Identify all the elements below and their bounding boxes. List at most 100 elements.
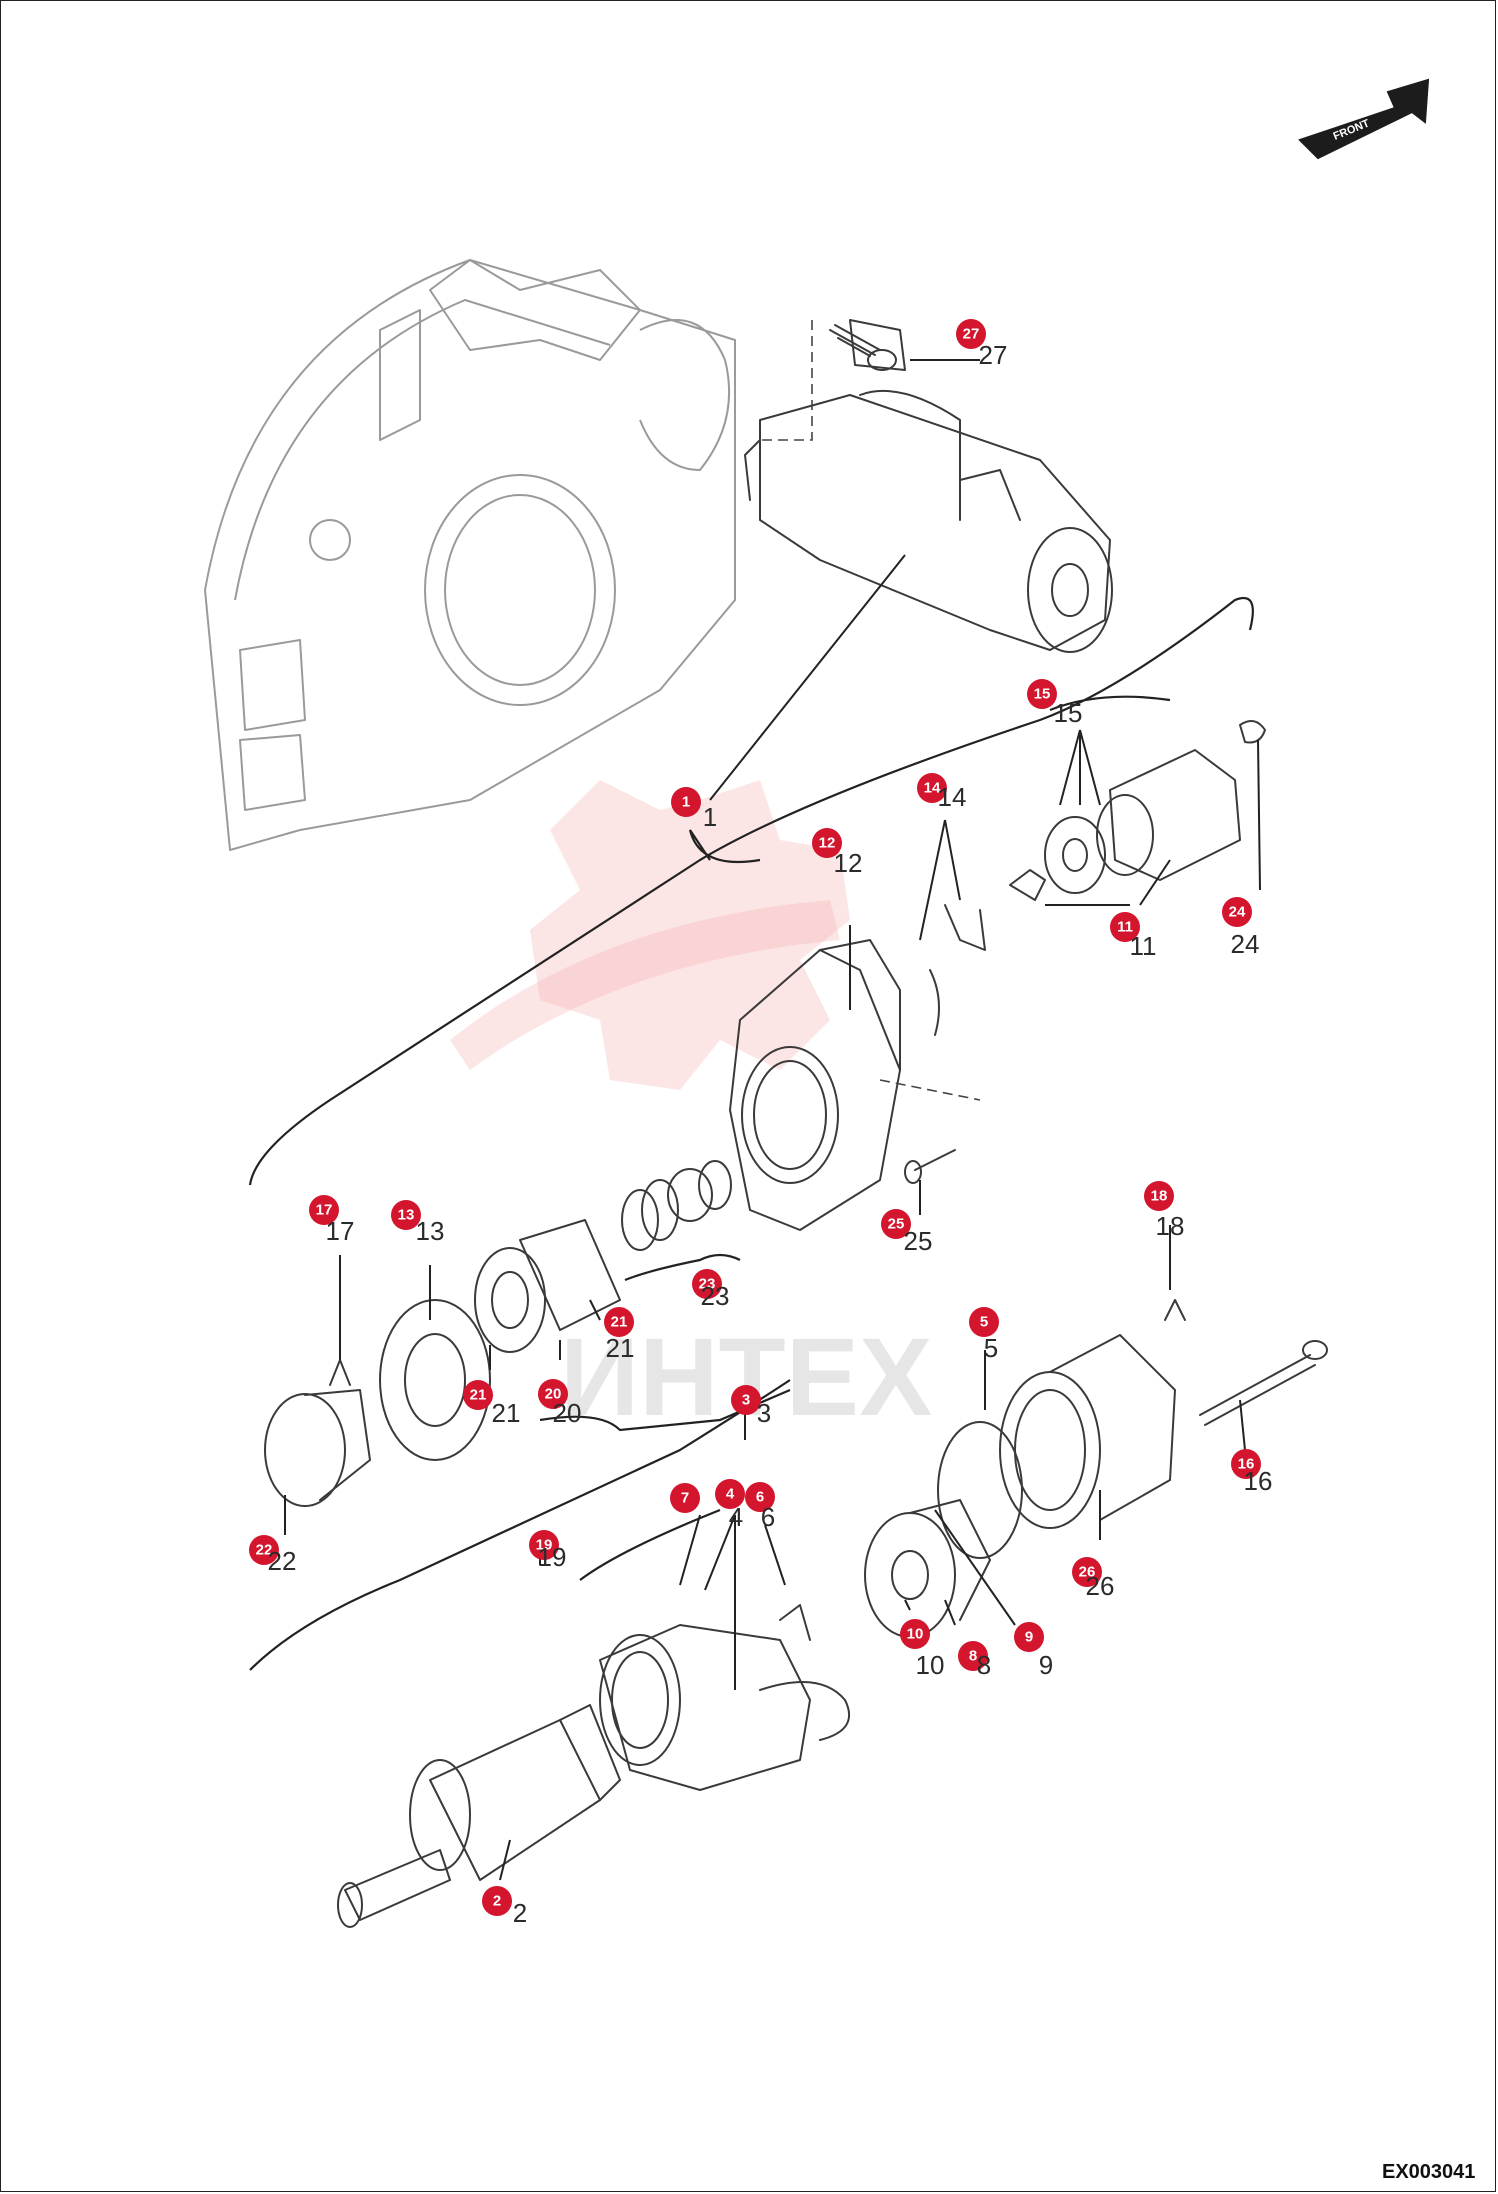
watermark-swoosh [450,900,840,1070]
callout-21-b[interactable]: 21 21 [463,1380,520,1428]
callout-6-badge-label: 6 [756,1489,764,1506]
callout-21-b-number: 21 [492,1398,521,1428]
callout-23-number: 23 [701,1281,730,1311]
callout-3-number: 3 [757,1398,771,1428]
drawing-code: EX003041 [1382,2161,1475,2183]
bolt-25 [904,1149,956,1184]
callout-4-number: 4 [729,1502,743,1532]
callout-17-number: 17 [326,1216,355,1246]
callout-18-badge-label: 18 [1151,1188,1168,1205]
callout-25-number: 25 [904,1226,933,1256]
spring-collar [621,1160,732,1251]
callout-12-badge-label: 12 [819,835,836,852]
callout-7-badge-label: 7 [681,1490,689,1507]
front-arrow: FRONT [1298,78,1430,160]
callout-10[interactable]: 10 10 [900,1619,944,1680]
drive-housing [729,904,986,1231]
callout-6[interactable]: 6 6 [745,1482,775,1532]
callout-1[interactable]: 1 1 [671,787,717,832]
callout-21-a-number: 21 [606,1333,635,1363]
callout-20-badge-label: 20 [545,1386,562,1403]
callout-1-number: 1 [703,802,717,832]
callout-12-number: 12 [834,848,863,878]
callout-18[interactable]: 18 18 [1144,1181,1184,1241]
callout-9-number: 9 [1039,1650,1053,1680]
callout-4[interactable]: 4 4 [715,1479,745,1532]
callout-10-number: 10 [916,1650,945,1680]
callout-14-number: 14 [938,782,967,812]
bolt-27 [760,320,897,441]
callout-21-a-badge-label: 21 [611,1314,628,1331]
callout-15-number: 15 [1054,698,1083,728]
callout-23[interactable]: 23 23 [692,1269,729,1311]
leader-lines [284,359,1261,1881]
callout-7[interactable]: 7 [670,1483,700,1513]
end-cover [864,1499,991,1638]
callout-25[interactable]: 25 25 [881,1209,932,1256]
callout-23-badge-label: 23 [699,1276,716,1293]
callout-13-badge-label: 13 [398,1207,415,1224]
callout-22[interactable]: 22 22 [249,1535,296,1576]
callout-16-number: 16 [1244,1466,1273,1496]
callout-13-number: 13 [416,1216,445,1246]
callout-16[interactable]: 16 16 [1231,1449,1272,1496]
callout-26-badge-label: 26 [1079,1564,1096,1581]
callout-17[interactable]: 17 17 [309,1195,354,1246]
callout-22-badge-label: 22 [256,1542,273,1559]
callout-26-number: 26 [1086,1571,1115,1601]
callout-6-number: 6 [761,1502,775,1532]
callout-11-number: 11 [1130,931,1157,961]
callout-24-badge-label: 24 [1229,904,1246,921]
callout-27-number: 27 [979,340,1008,370]
starter-motor-assembly [744,319,1113,653]
callout-14-badge-label: 14 [924,780,941,797]
callout-25-badge-label: 25 [888,1216,905,1233]
callout-3-badge-label: 3 [742,1392,750,1409]
callout-17-badge-label: 17 [316,1202,333,1219]
armature [337,1704,621,1928]
callout-2-number: 2 [513,1898,527,1928]
field-frame [599,1604,850,1791]
callout-21-b-badge-label: 21 [470,1387,487,1404]
watermark-gear-icon [530,780,850,1090]
callout-27[interactable]: 27 27 [956,319,1007,370]
callout-2-badge-label: 2 [493,1893,501,1910]
callout-10-badge-label: 10 [907,1626,924,1643]
callout-5-number: 5 [984,1333,998,1363]
callout-8-number: 8 [977,1650,991,1680]
callout-21-a[interactable]: 21 21 [604,1307,634,1363]
callout-20-number: 20 [553,1398,582,1428]
callout-8[interactable]: 8 8 [958,1641,991,1680]
callout-3[interactable]: 3 3 [731,1385,771,1428]
flywheel-housing [204,259,736,851]
callout-2[interactable]: 2 2 [482,1886,527,1928]
callout-11[interactable]: 11 11 [1110,912,1157,961]
yoke-and-bolt [937,1299,1328,1559]
callout-19-badge-label: 19 [536,1537,553,1554]
callout-24-number: 24 [1231,929,1260,959]
callout-13[interactable]: 13 13 [391,1200,444,1246]
callout-9[interactable]: 9 9 [1014,1622,1053,1680]
callout-11-badge-label: 11 [1117,919,1133,936]
solenoid-parts [1009,720,1266,901]
callout-4-badge-label: 4 [726,1486,735,1503]
callout-15[interactable]: 15 15 [1027,679,1082,728]
callout-27-badge-label: 27 [963,326,980,343]
callout-1-badge-label: 1 [682,794,690,811]
callout-24[interactable]: 24 24 [1222,897,1259,959]
pinion-clutch-parts [264,1219,621,1507]
callout-9-badge-label: 9 [1025,1629,1033,1646]
callout-5-badge-label: 5 [980,1314,988,1331]
callout-5[interactable]: 5 5 [969,1307,999,1363]
callout-16-badge-label: 16 [1238,1456,1255,1473]
callout-26[interactable]: 26 26 [1072,1557,1114,1601]
callout-19-number: 19 [538,1542,567,1572]
callout-20[interactable]: 20 20 [538,1379,581,1428]
callout-22-number: 22 [268,1546,297,1576]
callout-14[interactable]: 14 14 [917,773,966,812]
front-arrow-icon [1298,78,1430,160]
callout-19[interactable]: 19 19 [529,1530,566,1572]
callout-12[interactable]: 12 12 [812,828,862,878]
